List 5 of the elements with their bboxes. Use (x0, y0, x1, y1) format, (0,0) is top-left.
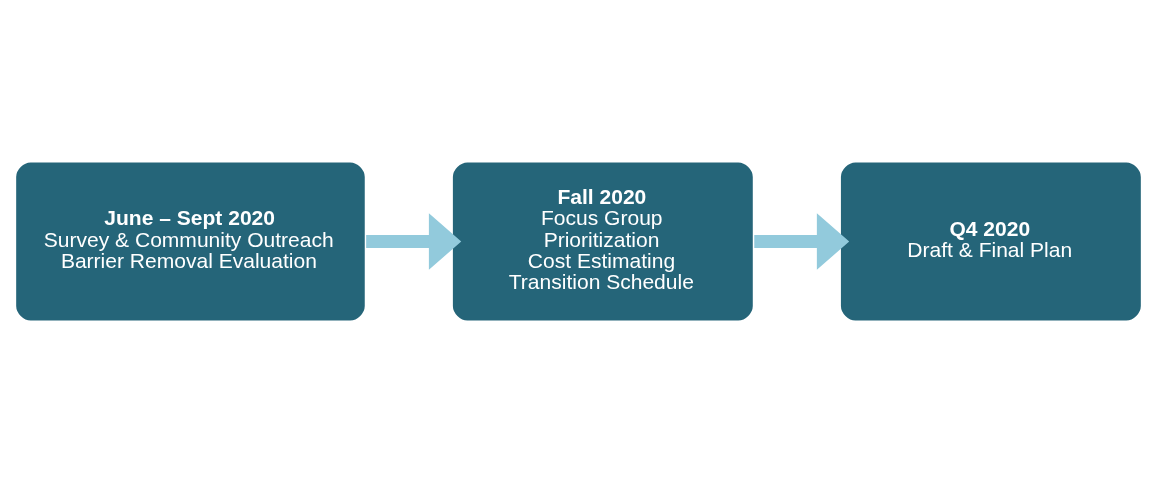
node-box: Q4 2020 Draft & Final Plan (838, 159, 1144, 324)
node-box: Fall 2020 Focus Group Prioritization Cost Estimating Transition Schedule (450, 159, 756, 324)
arrow (754, 213, 850, 270)
arrow (366, 213, 462, 270)
node-box: June – Sept 2020 Survey & Community Outreach Barrier Removal Evaluation (13, 159, 368, 324)
